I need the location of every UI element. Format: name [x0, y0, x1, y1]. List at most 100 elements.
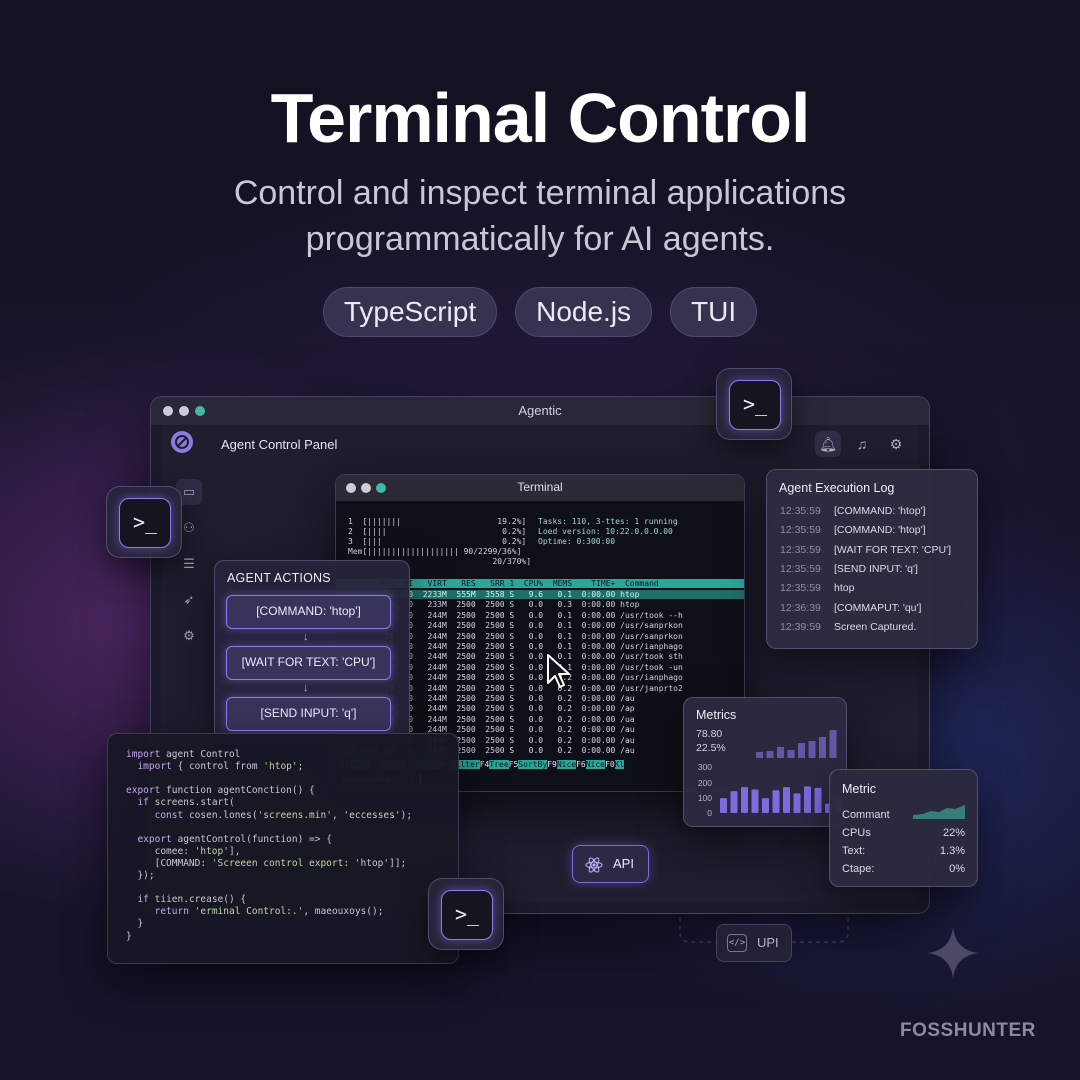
metrics-mini-bar	[798, 743, 805, 758]
window-minimize-dot[interactable]	[179, 406, 189, 416]
metrics-chart	[720, 730, 843, 813]
sparkline-icon	[913, 805, 965, 819]
log-timestamp: 12:36:39	[780, 601, 821, 614]
code-keyword: import	[137, 761, 172, 773]
code-line: const cosen.lones('screens.min', 'eccess…	[154, 809, 413, 821]
metric-row: Commant	[842, 805, 965, 821]
api-label: API	[613, 856, 634, 871]
fkey-label[interactable]: Nice	[585, 760, 605, 769]
log-message: Screen Captured.	[834, 620, 917, 633]
react-atom-icon	[585, 857, 603, 873]
metrics-title: Metrics	[696, 708, 737, 722]
list-icon[interactable]: ☰	[183, 556, 195, 571]
terminal-minimize-dot[interactable]	[361, 483, 371, 493]
cpu-meter-line: 3 [||| 0.2%]	[348, 537, 527, 546]
metrics-bar	[793, 793, 801, 813]
terminal-prompt-icon: >_	[441, 890, 493, 940]
process-row[interactable]: 20 0 244M 2500 2500 S 0.0 0.2 0:00.00 /a…	[336, 694, 635, 703]
code-panel: import agent Control import { control fr…	[107, 733, 459, 964]
terminal-close-dot[interactable]	[346, 483, 356, 493]
fkey-label[interactable]: Filter	[450, 760, 480, 769]
terminal-prompt-icon: >_	[119, 498, 171, 548]
y-tick-label: 100	[697, 793, 712, 803]
agent-actions-title: AGENT ACTIONS	[227, 571, 331, 585]
log-timestamp: 12:35:59	[780, 562, 821, 575]
code-line: import { control from 'htop';	[137, 761, 304, 773]
window-maximize-dot[interactable]	[195, 406, 205, 416]
code-line: }	[126, 930, 132, 942]
task-info-line: Tasks: 110, 3-ttes: 1 running	[538, 517, 678, 526]
terminal-prompt-icon: >_	[729, 380, 781, 430]
action-command-button[interactable]: [COMMAND: 'htop']	[226, 595, 391, 629]
process-row[interactable]: 20 0 2233M 555M 3558 S 9.6 0.1 0:00.00 h…	[336, 590, 744, 599]
metrics-value-1: 78.80	[696, 728, 723, 740]
metrics-mini-bar	[829, 730, 837, 758]
gear-icon[interactable]: ⚙	[183, 628, 195, 643]
metrics-bar	[783, 787, 790, 813]
code-string: 'screens.min'	[257, 809, 332, 821]
upi-node[interactable]: </> UPI	[716, 924, 792, 962]
tag-list: TypeScript Node.js TUI	[0, 287, 1080, 337]
log-entry: 12:35:59[WAIT FOR TEXT: 'CPU']	[780, 544, 951, 556]
fkey-label[interactable]: Kl	[614, 760, 625, 769]
bell-outline-icon[interactable]: ♫	[856, 436, 868, 452]
fkey-label[interactable]: SortBy	[518, 760, 548, 769]
fkey-number: F5	[508, 760, 519, 769]
code-line: export agentControl(function) => {	[137, 833, 332, 845]
bell-icon[interactable]: 🔔︎	[815, 431, 841, 457]
terminal-window[interactable]: Terminal 1 [||||||| 19.2%]2 [|||| 0.2%]3…	[335, 474, 745, 792]
process-row[interactable]: 20 0 244M 2500 2500 S 0.0 0.2 0:00.00 /u…	[336, 673, 683, 683]
code-line: if screens.start(	[137, 797, 235, 809]
metrics-mini-bar	[787, 750, 795, 758]
metrics-bar	[762, 798, 769, 813]
code-string: 'eccesses'	[343, 809, 401, 821]
window-titlebar: Agentic	[151, 397, 929, 425]
settings-icon[interactable]: ⚙	[889, 436, 903, 452]
terminal-maximize-dot[interactable]	[376, 483, 386, 493]
api-node[interactable]: API	[572, 845, 649, 883]
arrow-down-icon: ↓	[303, 682, 309, 694]
log-timestamp: 12:39:59	[780, 620, 821, 633]
log-entry: 12:35:59[COMMAND: 'htop']	[780, 524, 926, 536]
mouse-cursor-icon	[547, 654, 570, 688]
cpu-meter-line: 1 [||||||| 19.2%]	[348, 517, 527, 526]
metric-value: 1.3%	[939, 845, 965, 857]
action-wait-button[interactable]: [WAIT FOR TEXT: 'CPU']	[226, 646, 391, 680]
fkey-number: F4	[479, 760, 490, 769]
metric-row: Text: 1.3%	[842, 845, 965, 857]
action-send-input-button[interactable]: [SEND INPUT: 'q']	[226, 697, 391, 731]
fkey-label[interactable]: Tree	[489, 760, 509, 769]
fkey-number: F0	[605, 760, 615, 769]
metrics-panel: Metrics 78.80 22.5% 300 200 100 0	[683, 697, 847, 827]
code-line: if tiien.crease() {	[137, 894, 247, 906]
rocket-icon[interactable]: ➶	[183, 592, 195, 607]
code-string: 'erminal Control:.'	[194, 906, 304, 918]
cpu-meter-line: 20/370%]	[348, 557, 532, 566]
cpu-meter-line: Mem[||||||||||||||||||| 90/2299/36%]	[348, 547, 522, 556]
log-message: [COMMAPUT: 'qu']	[834, 601, 922, 614]
y-tick-label: 0	[707, 808, 712, 818]
terminal-titlebar: Terminal	[336, 475, 744, 501]
fkey-label[interactable]: Nice	[556, 760, 577, 769]
log-timestamp: 12:35:59	[780, 505, 821, 517]
metric-label: Ctape:	[842, 863, 875, 875]
upi-label: UPI	[757, 935, 779, 950]
window-close-dot[interactable]	[163, 406, 173, 416]
agent-actions-panel: AGENT ACTIONS [COMMAND: 'htop'] ↓ [WAIT …	[214, 560, 410, 742]
task-info-line: Loed version: 10:22.0.0.0.00	[538, 527, 673, 536]
log-timestamp: 12:35:59	[780, 543, 821, 556]
panel-title: Agent Control Panel	[221, 437, 338, 452]
code-icon: </>	[727, 934, 747, 952]
metric-value: 22%	[942, 827, 965, 839]
users-icon[interactable]: ⚇	[183, 520, 195, 535]
metrics-mini-bar	[756, 752, 763, 758]
code-line: }	[126, 918, 144, 930]
code-line: import agent Control	[126, 749, 241, 760]
window-title: Agentic	[518, 403, 562, 418]
log-timestamp: 12:35:59	[780, 582, 821, 595]
code-keyword: const	[154, 809, 184, 821]
sparkle-icon	[928, 928, 978, 978]
code-line: });	[126, 870, 155, 881]
code-line: export function agentConction() {	[126, 785, 315, 797]
